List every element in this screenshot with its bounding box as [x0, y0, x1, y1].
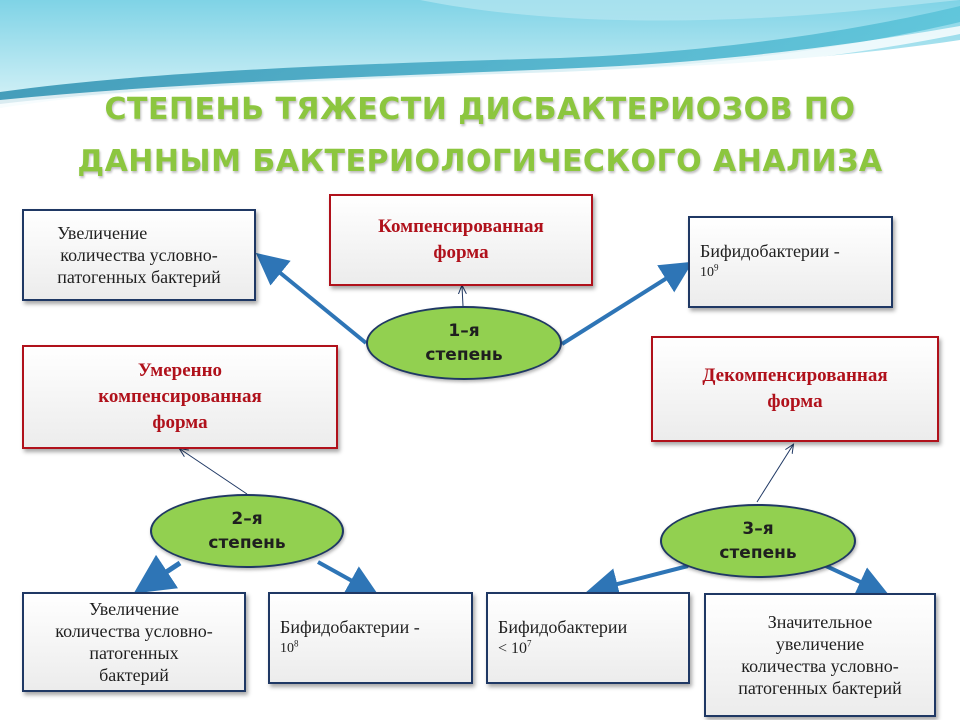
d1-bifido-box: Бифидобактерии - 109 [688, 216, 893, 308]
degree-1-number: 1–я [448, 321, 480, 341]
degree-1-word: степень [425, 345, 503, 365]
degree-3-number: 3–я [742, 519, 774, 539]
d3-form-line-2: форма [767, 391, 823, 412]
d2-form-line-1: Умеренно [137, 360, 223, 381]
d2-bifido-value: 108 [280, 638, 420, 660]
arrow-d2-right [317, 560, 379, 596]
d1-bifido-base: 10 [700, 265, 714, 280]
d3-form-box: Декомпенсированная форма [651, 336, 939, 442]
d2-pathogen-line-2: количества условно- [55, 621, 213, 641]
d1-pathogen-line-1: Увеличение [57, 223, 148, 243]
slide-title: СТЕПЕНЬ ТЯЖЕСТИ ДИСБАКТЕРИОЗОВ ПО ДАННЫМ… [40, 84, 920, 188]
d2-pathogen-line-3: патогенных [89, 643, 179, 663]
d1-form-box: Компенсированная форма [329, 194, 593, 286]
arrow-d3-up [756, 445, 793, 503]
d3-bifido-base: < 10 [498, 640, 528, 657]
d2-pathogen-line-4: бактерий [99, 665, 169, 685]
degree-2-number: 2–я [231, 509, 263, 529]
arrow-d1-up [462, 286, 463, 307]
arrow-d3-left [586, 564, 689, 600]
d1-pathogen-line-3: патогенных бактерий [57, 267, 221, 287]
d3-pathogen-line-1: Значительное [767, 612, 873, 632]
d2-form-line-2: компенсированная [98, 386, 262, 407]
d3-pathogen-line-3: количества условно- [741, 656, 899, 676]
d2-pathogen-line-1: Увеличение [88, 599, 179, 619]
d1-bifido-value: 109 [700, 262, 840, 284]
arrow-d1-left [255, 252, 368, 345]
d1-bifido-text: Бифидобактерии - [700, 241, 840, 261]
d3-form-line-1: Декомпенсированная [702, 365, 888, 386]
arrow-d2-up [180, 449, 248, 495]
degree-3-ellipse: 3–я степень [660, 504, 856, 578]
d2-bifido-box: Бифидобактерии - 108 [268, 592, 473, 684]
d3-bifido-text: Бифидобактерии [498, 617, 628, 637]
arrow-d2-left [133, 554, 182, 594]
d2-form-box: Умеренно компенсированная форма [22, 345, 338, 449]
d2-bifido-power: 8 [294, 638, 299, 649]
d1-pathogen-box: Увеличение количества условно- патогенны… [22, 209, 256, 301]
d2-bifido-text: Бифидобактерии - [280, 617, 420, 637]
d3-bifido-box: Бифидобактерии < 107 [486, 592, 690, 684]
d1-bifido-power: 9 [714, 262, 719, 273]
d1-form-line-2: форма [433, 242, 489, 263]
arrow-d3-right [825, 564, 890, 597]
d3-pathogen-box: Значительное увеличение количества услов… [704, 593, 936, 717]
d2-form-line-3: форма [152, 412, 208, 433]
title-line-2: ДАННЫМ БАКТЕРИОЛОГИЧЕСКОГО АНАЛИЗА [77, 144, 883, 179]
d3-pathogen-line-2: увеличение [775, 634, 865, 654]
degree-2-word: степень [208, 533, 286, 553]
arrow-d1-right [560, 261, 693, 346]
title-line-1: СТЕПЕНЬ ТЯЖЕСТИ ДИСБАКТЕРИОЗОВ ПО [104, 92, 856, 127]
d1-form-line-1: Компенсированная [378, 216, 544, 237]
d3-bifido-value: < 107 [498, 638, 627, 660]
degree-1-ellipse: 1–я степень [366, 306, 562, 380]
degree-3-word: степень [719, 543, 797, 563]
d1-pathogen-line-2: количества условно- [60, 245, 218, 265]
d2-pathogen-box: Увеличение количества условно- патогенны… [22, 592, 246, 692]
d3-pathogen-line-4: патогенных бактерий [738, 678, 902, 698]
degree-2-ellipse: 2–я степень [150, 494, 344, 568]
d2-bifido-base: 10 [280, 641, 294, 656]
d3-bifido-power: 7 [527, 638, 532, 649]
